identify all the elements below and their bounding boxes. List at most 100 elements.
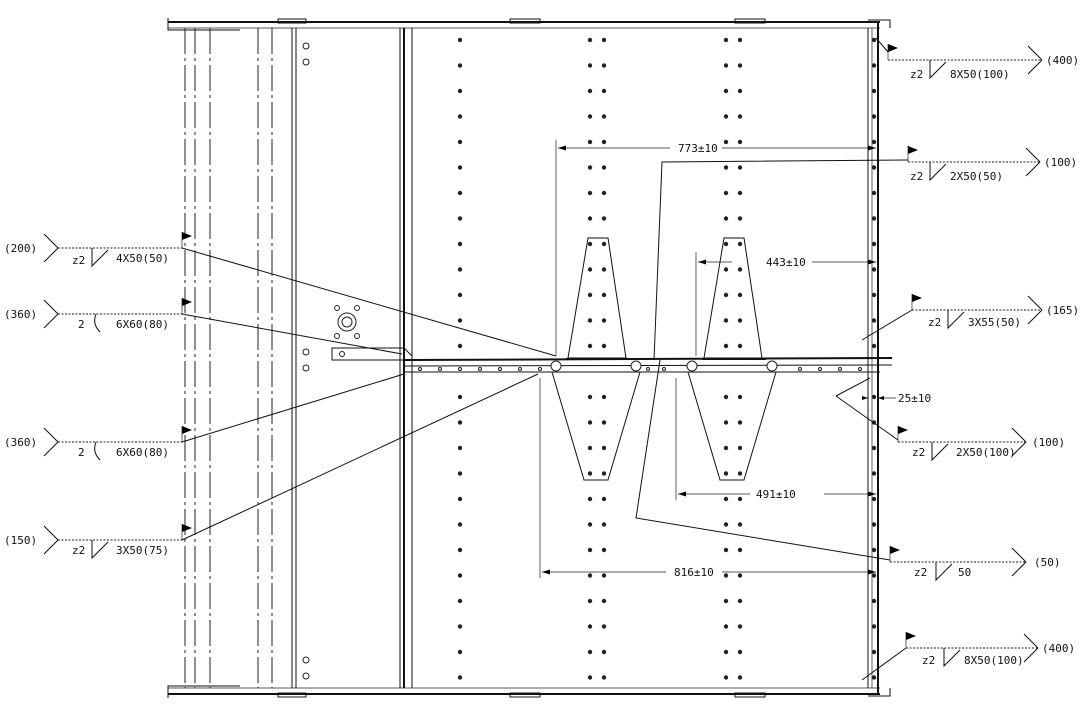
weld-symbol-right-1: z2 8X50(100) (400) — [875, 37, 1079, 81]
bolt-holes — [457, 37, 877, 680]
bolt-hole — [457, 573, 463, 578]
bolt-hole — [737, 114, 743, 119]
bolt-hole — [737, 573, 743, 578]
gussets — [551, 237, 777, 481]
bolt-hole — [601, 139, 607, 145]
bolt-hole — [737, 649, 743, 655]
bolt-hole — [457, 37, 463, 43]
bolt-hole — [871, 343, 877, 349]
bolt-hole — [457, 496, 463, 502]
weld-symbol-left-3: 2 6X60(80) (360) — [4, 373, 405, 461]
weld-r6-length: (400) — [1042, 642, 1075, 655]
bolt-hole — [723, 675, 729, 680]
dim-label-443: 443±10 — [766, 256, 806, 269]
bolt-hole — [457, 63, 463, 68]
weld-r1-z: z2 — [910, 68, 923, 81]
weld-symbol-right-2: z2 2X50(50) (100) — [653, 146, 1077, 361]
bolt-hole — [723, 165, 729, 170]
bolt-hole — [601, 624, 607, 629]
bolt-hole — [601, 522, 607, 527]
bolt-hole — [871, 675, 877, 680]
bolt-hole — [601, 445, 607, 451]
bolt-hole — [587, 318, 593, 323]
bolt-hole — [587, 343, 593, 349]
bolt-hole — [871, 598, 877, 604]
bolt-hole — [601, 420, 607, 425]
bolt-hole — [587, 394, 593, 400]
bolt-hole — [723, 139, 729, 145]
weld-l1-spec: 4X50(50) — [116, 252, 169, 265]
weld-l1-z: z2 — [72, 254, 85, 267]
dimension-491: 491±10 — [675, 378, 876, 501]
bolt-hole — [587, 624, 593, 629]
weld-r1-spec: 8X50(100) — [950, 68, 1010, 81]
bolt-hole — [737, 165, 743, 170]
bolt-hole — [457, 522, 463, 527]
bolt-hole — [723, 445, 729, 451]
bolt-hole — [737, 216, 743, 221]
bolt-hole — [601, 37, 607, 43]
bolt-hole — [587, 649, 593, 655]
dimension-773: 773±10 — [555, 140, 876, 356]
dimension-443: 443±10 — [695, 252, 876, 356]
bolt-hole — [723, 190, 729, 196]
bolt-hole — [737, 88, 743, 94]
weld-r3-spec: 3X55(50) — [968, 316, 1021, 329]
bolt-hole — [587, 165, 593, 170]
dim-label-773: 773±10 — [678, 142, 718, 155]
bolt-hole — [457, 624, 463, 629]
weld-r5-z: z2 — [914, 566, 927, 579]
bolt-hole — [871, 267, 877, 272]
bolt-hole — [737, 445, 743, 451]
weld-l2-z: 2 — [78, 318, 85, 331]
weld-r2-length: (100) — [1044, 156, 1077, 169]
bolt-hole — [737, 394, 743, 400]
bolt-hole — [601, 343, 607, 349]
bolt-hole — [601, 267, 607, 272]
dimension-816: 816±10 — [539, 378, 876, 579]
bolt-hole — [871, 241, 877, 247]
bolt-hole — [587, 598, 593, 604]
bolt-hole — [587, 267, 593, 272]
bolt-hole — [737, 318, 743, 323]
bolt-hole — [601, 114, 607, 119]
bearing-column — [302, 28, 413, 688]
bolt-hole — [587, 114, 593, 119]
bolt-hole — [871, 292, 877, 298]
bolt-hole — [587, 496, 593, 502]
bolt-hole — [737, 63, 743, 68]
bolt-hole — [723, 573, 729, 578]
bolt-hole — [871, 37, 877, 43]
bolt-hole — [457, 318, 463, 323]
bolt-hole — [601, 598, 607, 604]
weld-r6-z: z2 — [922, 654, 935, 667]
bolt-hole — [457, 343, 463, 349]
bolt-hole — [737, 241, 743, 247]
weld-l1-length: (200) — [4, 242, 37, 255]
bolt-hole — [601, 471, 607, 476]
bolt-hole — [457, 547, 463, 553]
bolt-hole — [871, 165, 877, 170]
bolt-hole — [457, 471, 463, 476]
bolt-hole — [457, 445, 463, 451]
weld-l4-spec: 3X50(75) — [116, 544, 169, 557]
bolt-hole — [737, 292, 743, 298]
weld-r4-z: z2 — [912, 446, 925, 459]
bolt-hole — [723, 394, 729, 400]
bolt-hole — [601, 649, 607, 655]
weld-l3-length: (360) — [4, 436, 37, 449]
weld-l4-z: z2 — [72, 544, 85, 557]
bolt-hole — [871, 63, 877, 68]
bolt-hole — [723, 63, 729, 68]
horizontal-beam — [403, 357, 893, 373]
bolt-hole — [737, 190, 743, 196]
bolt-hole — [457, 598, 463, 604]
bolt-hole — [723, 471, 729, 476]
bolt-hole — [871, 88, 877, 94]
weld-r4-length: (100) — [1032, 436, 1065, 449]
bolt-hole — [723, 522, 729, 527]
bolt-hole — [737, 598, 743, 604]
bolt-hole — [587, 573, 593, 578]
bolt-hole — [871, 394, 877, 400]
bolt-hole — [601, 496, 607, 502]
